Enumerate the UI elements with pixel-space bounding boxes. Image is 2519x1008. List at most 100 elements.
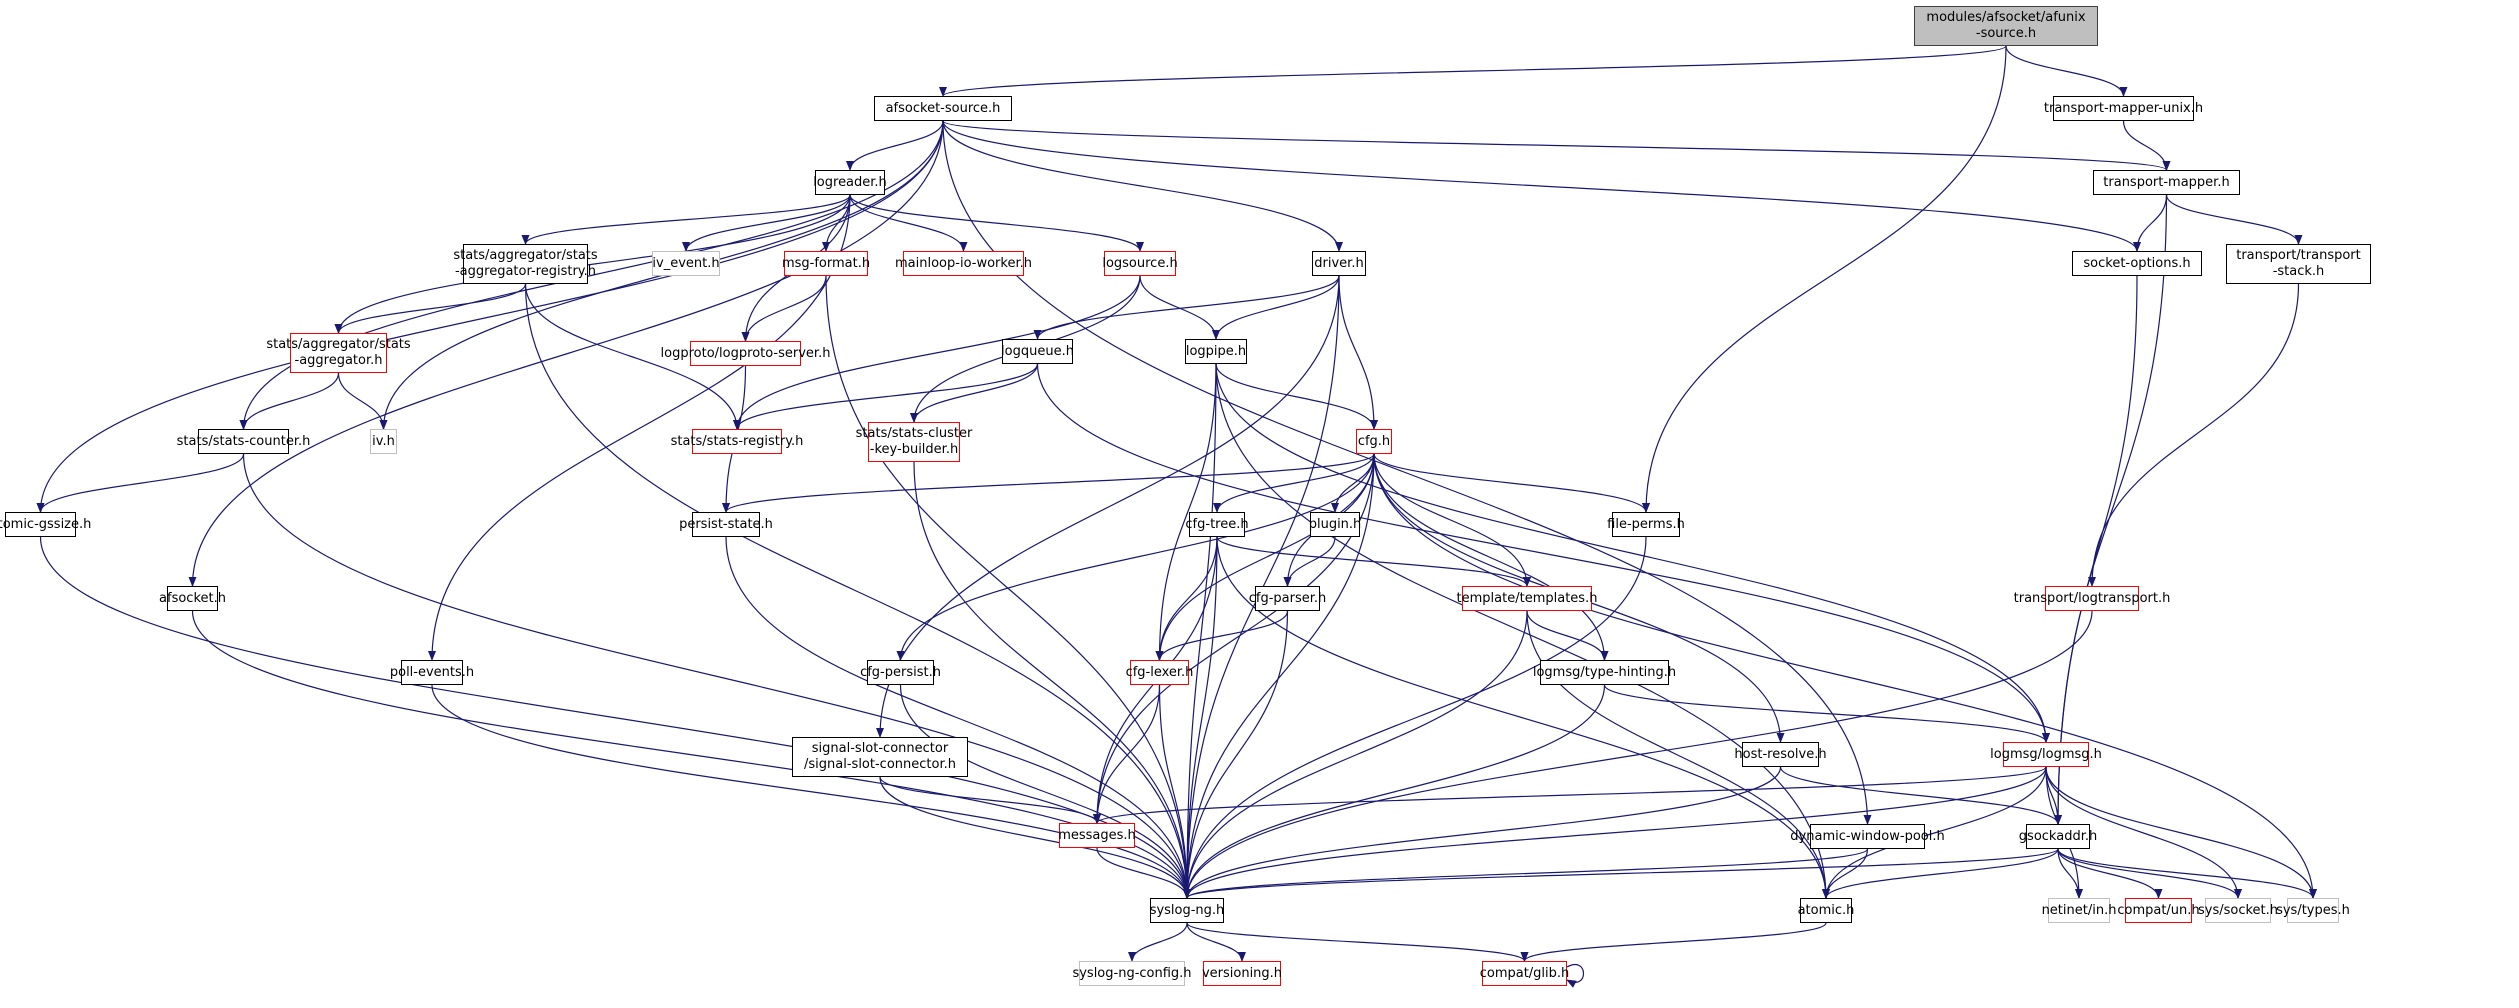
node-host-resolve[interactable]: host-resolve.h	[1734, 742, 1827, 767]
edge-stats_cluster_kb-to-syslog_ng	[913, 461, 1191, 899]
node-transport-stack[interactable]: transport/transport -stack.h	[2226, 244, 2371, 284]
edge-logmsg-to-atomic	[1822, 766, 2047, 899]
edge-agg_registry-to-stats_registry	[524, 283, 741, 430]
edge-transport_stack-to-logtransport	[2088, 283, 2300, 587]
node-gsockaddr[interactable]: gsockaddr.h	[2019, 824, 2097, 849]
node-persist-state[interactable]: persist-state.h	[679, 512, 773, 537]
edge-logsource-to-stats_registry	[733, 275, 1141, 430]
edge-cfg-to-cfg_lexer	[1155, 453, 1375, 661]
edge-logsource-to-logpipe	[1139, 275, 1220, 340]
node-templates[interactable]: template/templates.h	[1457, 586, 1597, 611]
node-iv: iv.h	[370, 429, 397, 454]
edge-afsocket_source-to-tm	[942, 120, 2171, 171]
node-stats-aggregator-registry[interactable]: stats/aggregator/stats -aggregator-regis…	[453, 244, 598, 284]
node-syslog-ng[interactable]: syslog-ng.h	[1150, 898, 1224, 923]
node-messages[interactable]: messages.h	[1058, 823, 1136, 848]
node-socket-options[interactable]: socket-options.h	[2072, 251, 2202, 276]
node-netinet-in: netinet/in.h	[2042, 898, 2116, 923]
node-transport-mapper[interactable]: transport-mapper.h	[2093, 170, 2240, 195]
edge-plugin-to-cfg_parser	[1283, 536, 1336, 587]
edge-logpipe-to-syslog_ng	[1183, 363, 1217, 899]
edge-socket_options-to-gsockaddr	[2054, 275, 2138, 825]
node-afsocket-source[interactable]: afsocket-source.h	[874, 96, 1012, 121]
node-stats-registry[interactable]: stats/stats-registry.h	[671, 429, 803, 454]
node-afsocket[interactable]: afsocket.h	[159, 586, 226, 611]
edge-signal_slot-to-messages	[879, 776, 1101, 824]
edge-logpipe-to-atomic	[1215, 363, 1830, 899]
node-compat-un[interactable]: compat/un.h	[2117, 898, 2200, 923]
node-mainloop-io-worker[interactable]: mainloop-io-worker.h	[895, 251, 1032, 276]
edge-afsocket_source-to-logreader	[846, 120, 944, 171]
edge-root-to-afsocket_source	[939, 45, 2007, 97]
node-logtransport[interactable]: transport/logtransport.h	[2014, 586, 2170, 611]
edge-dyn_window_pool-to-atomic	[1822, 848, 1869, 899]
edge-syslog_ng-to-compat_glib	[1186, 922, 1529, 962]
edge-cfg_persist-to-syslog_ng	[899, 684, 1191, 899]
edge-signal_slot-to-syslog_ng	[879, 776, 1191, 899]
edge-agg_registry-to-syslog_ng	[524, 283, 1191, 899]
node-logmsg[interactable]: logmsg/logmsg.h	[1990, 742, 2102, 767]
edge-afsocket_source-to-driver	[942, 120, 1343, 252]
edge-dyn_window_pool-to-syslog_ng	[1183, 848, 1869, 899]
node-driver[interactable]: driver.h	[1312, 251, 1366, 276]
edge-host_resolve-to-syslog_ng	[1183, 766, 1782, 899]
node-poll-events[interactable]: poll-events.h	[390, 660, 474, 685]
edge-tm_unix-to-tm	[2122, 120, 2171, 171]
edge-gsockaddr-to-sys_types	[2057, 848, 2317, 899]
node-atomic-gssize[interactable]: atomic-gssize.h	[0, 512, 91, 537]
edge-gsockaddr-to-compat_un	[2057, 848, 2163, 899]
node-stats-counter[interactable]: stats/stats-counter.h	[177, 429, 310, 454]
edge-stats_counter-to-syslog_ng	[242, 453, 1191, 899]
node-stats-aggregator[interactable]: stats/aggregator/stats -aggregator.h	[266, 333, 411, 373]
node-cfg[interactable]: cfg.h	[1356, 429, 1392, 454]
edge-cfg_tree-to-syslog_ng	[1183, 536, 1218, 899]
node-compat-glib[interactable]: compat/glib.h	[1480, 961, 1569, 986]
node-plugin[interactable]: plugin.h	[1309, 512, 1361, 537]
edge-syslog_ng-to-versioning	[1186, 922, 1246, 962]
node-cfg-parser[interactable]: cfg-parser.h	[1249, 586, 1326, 611]
node-sys-types: sys/types.h	[2276, 898, 2350, 923]
edge-cfg_tree-to-templates	[1216, 536, 1531, 587]
node-versioning[interactable]: versioning.h	[1202, 961, 1282, 986]
node-logreader[interactable]: logreader.h	[813, 170, 887, 195]
edge-root-to-file_perms	[1642, 45, 2007, 513]
node-logqueue[interactable]: logqueue.h	[1001, 339, 1074, 364]
edge-logmsg-to-sys_types	[2045, 766, 2317, 899]
node-msg-format[interactable]: msg-format.h	[782, 251, 870, 276]
node-type-hinting[interactable]: logmsg/type-hinting.h	[1533, 660, 1676, 685]
node-dynamic-window-pool[interactable]: dynamic-window-pool.h	[1790, 824, 1945, 849]
edge-cfg-to-persist_state	[722, 453, 1375, 513]
edge-messages-to-syslog_ng	[1096, 847, 1191, 899]
edge-driver-to-logpipe	[1212, 275, 1340, 340]
edge-agg_registry-to-stats_agg	[334, 283, 527, 334]
edge-cfg-to-cfg_persist	[896, 453, 1375, 661]
edge-tm-to-transport_stack	[2165, 194, 2303, 245]
node-logproto-server[interactable]: logproto/logproto-server.h	[661, 341, 830, 366]
edge-host_resolve-to-gsockaddr	[1779, 766, 2062, 825]
node-stats-cluster-key-builder[interactable]: stats/stats-cluster -key-builder.h	[856, 422, 972, 462]
node-cfg-persist[interactable]: cfg-persist.h	[860, 660, 941, 685]
node-signal-slot-connector[interactable]: signal-slot-connector /signal-slot-conne…	[792, 737, 968, 777]
edge-templates-to-type_hinting	[1526, 610, 1609, 661]
edge-atomic-to-compat_glib	[1520, 922, 1827, 962]
edge-root-to-tm_unix	[2005, 45, 2128, 97]
edge-gsockaddr-to-syslog_ng	[1183, 848, 2059, 899]
edge-cfg_parser-to-cfg_lexer	[1155, 610, 1289, 661]
edge-cfg_tree-to-atomic	[1216, 536, 1830, 899]
edge-logqueue-to-stats_registry	[733, 363, 1039, 430]
node-transport-mapper-unix[interactable]: transport-mapper-unix.h	[2044, 96, 2203, 121]
edge-stats_agg-to-stats_counter	[239, 372, 340, 430]
edge-tm-to-socket_options	[2133, 194, 2168, 252]
node-cfg-lexer[interactable]: cfg-lexer.h	[1126, 660, 1193, 685]
edge-logreader-to-agg_registry	[521, 194, 851, 245]
node-logpipe[interactable]: logpipe.h	[1185, 339, 1247, 364]
edge-tm-to-gsockaddr	[2054, 194, 2168, 825]
node-atomic[interactable]: atomic.h	[1798, 898, 1854, 923]
edge-gsockaddr-to-sys_socket	[2057, 848, 2242, 899]
edge-cfg_parser-to-syslog_ng	[1183, 610, 1289, 899]
edge-logpipe-to-logmsg	[1215, 363, 2050, 743]
node-file-perms[interactable]: file-perms.h	[1607, 512, 1685, 537]
node-cfg-tree[interactable]: cfg-tree.h	[1185, 512, 1249, 537]
node-logsource[interactable]: logsource.h	[1102, 251, 1178, 276]
edge-logreader-to-logsource	[849, 194, 1144, 252]
